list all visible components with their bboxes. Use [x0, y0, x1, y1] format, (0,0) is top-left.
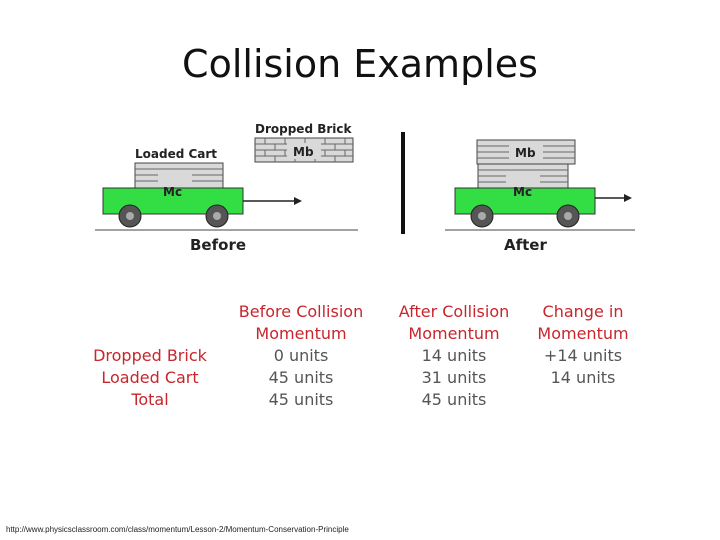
source-url: http://www.physicsclassroom.com/class/mo…: [6, 525, 349, 534]
dropped-brick: Mb: [255, 138, 353, 162]
row-cart-after: 31 units: [384, 367, 524, 389]
row-cart-change: 14 units: [528, 367, 638, 389]
slide-title: Collision Examples: [0, 42, 720, 86]
dropped-brick-label: Dropped Brick: [255, 122, 353, 136]
loaded-cart-label: Loaded Cart: [135, 147, 217, 161]
row-brick-after: 14 units: [384, 345, 524, 367]
brick-mass-label-after: Mb: [515, 146, 536, 160]
row-cart-before: 45 units: [226, 367, 376, 389]
before-label: Before: [190, 236, 246, 254]
row-label-brick: Dropped Brick: [80, 345, 220, 367]
header-after-line2: Momentum: [384, 323, 524, 345]
after-scene: Mb Mc After: [445, 140, 635, 254]
row-total-after: 45 units: [384, 389, 524, 411]
brick-mass-label: Mb: [293, 145, 314, 159]
row-total-before: 45 units: [226, 389, 376, 411]
before-scene: Dropped Brick Mb Loaded Cart Mc Before: [95, 122, 358, 254]
header-before-line2: Momentum: [226, 323, 376, 345]
row-label-total: Total: [80, 389, 220, 411]
row-brick-before: 0 units: [226, 345, 376, 367]
header-after-line1: After Collision: [384, 301, 524, 323]
header-before-line1: Before Collision: [226, 301, 376, 323]
header-change-line1: Change in: [528, 301, 638, 323]
collision-diagram: Dropped Brick Mb Loaded Cart Mc Before: [90, 118, 650, 263]
row-brick-change: +14 units: [528, 345, 638, 367]
header-change-line2: Momentum: [528, 323, 638, 345]
after-label: After: [504, 236, 547, 254]
row-label-cart: Loaded Cart: [80, 367, 220, 389]
cart-mass-label-after: Mc: [513, 185, 532, 199]
stacked-brick: Mb: [477, 140, 575, 164]
cart-mass-label-before: Mc: [163, 185, 182, 199]
